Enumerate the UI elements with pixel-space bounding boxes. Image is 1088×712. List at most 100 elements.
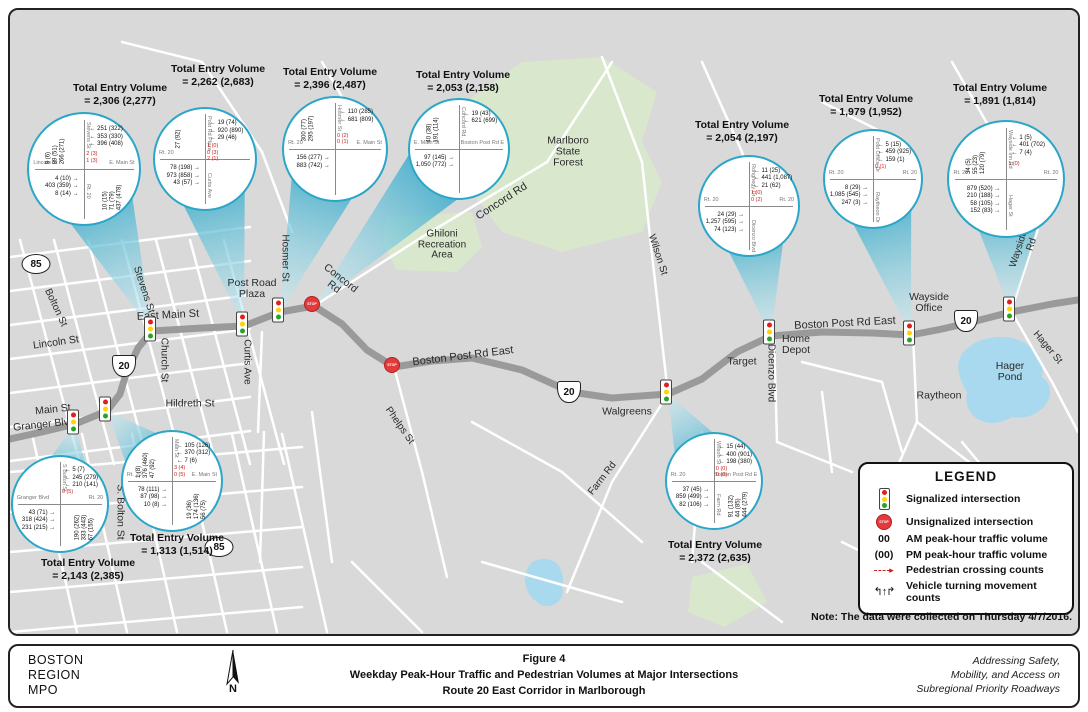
callout-total-entry-volume: Total Entry Volume= 2,306 (2,277)	[72, 82, 168, 107]
turning-counts-se: 91 (132)44 (85)444 (279)	[727, 492, 748, 518]
turning-counts-sw: 24 (29) →1,257 (595) →74 (123) →	[705, 211, 745, 233]
callout-cross-line	[954, 179, 1058, 180]
org-line: MPO	[28, 683, 58, 697]
pedestrian-counts: 2 (3)1 (3)	[86, 151, 98, 164]
callout-cross-line	[335, 103, 336, 195]
callout-total-entry-volume: Total Entry Volume= 1,979 (1,952)	[818, 93, 914, 118]
callout-street-label: Dicenzo Blvd	[750, 219, 756, 252]
callout-street-label: Rt. 20	[85, 184, 91, 200]
turning-counts-sw: 43 (71) →318 (424) →231 (215) →	[21, 509, 56, 531]
turning-counts-ne: ← 11 (25)← 441 (1,087)← 21 (62)	[753, 167, 793, 189]
turning-counts-sw: 4 (10) →403 (359) →8 (14) →	[45, 175, 79, 197]
callout-cross-line	[34, 169, 134, 170]
turning-counts-sw: 156 (277) →883 (742) →	[296, 155, 330, 169]
signalized-intersection-icon	[272, 297, 284, 323]
map-label: Walgreens	[602, 405, 652, 418]
legend-item: Signalized intersection	[870, 488, 1062, 510]
turning-counts-nw: 300 (77)295 (197)	[301, 116, 315, 142]
signalized-intersection-icon	[763, 319, 775, 345]
turning-counts-sw: 37 (45) →859 (499) →82 (106) →	[675, 486, 710, 508]
signal-icon	[878, 488, 890, 510]
us-route-20-shield: 20	[954, 310, 978, 332]
turning-counts-ne: ← 19 (43)← 621 (699)	[463, 110, 498, 125]
map-label: Wayside Office	[909, 290, 949, 314]
map-label: Hildreth St	[165, 397, 215, 410]
route-85-shield: 85	[21, 254, 51, 274]
callout-total-entry-volume: Total Entry Volume= 2,262 (2,683)	[170, 63, 266, 88]
callout-street-label: E. Main St	[356, 140, 382, 146]
turning-counts-nw: 1 (8)376 (460)47 (92)	[136, 452, 157, 478]
north-arrow-glyph	[226, 649, 239, 686]
turning-counts-sw: 78 (198) →973 (858) →43 (57) →	[166, 165, 200, 186]
turning-counts-se: 10 (15)71 (79)437 (478)	[102, 184, 123, 211]
map-label: Hager Pond	[995, 359, 1025, 383]
legend-icon-turns: ↰↑↱	[870, 585, 898, 598]
legend-label: Vehicle turning movement counts	[906, 579, 1037, 604]
pedestrian-counts: 0 (1)	[874, 163, 887, 170]
turning-counts-ne: ← 15 (44)← 400 (901)← 198 (380)	[718, 444, 753, 466]
legend-icon-am: 00	[870, 533, 898, 545]
legend-label: Pedestrian crossing counts	[906, 564, 1044, 576]
legend-icon-stop: STOP	[870, 513, 898, 530]
legend-icon-pm: (00)	[870, 549, 898, 561]
turning-counts-ne: ← 5 (15)← 459 (925)← 159 (1)	[877, 141, 912, 163]
org-line: BOSTON	[28, 653, 84, 667]
callout-street-label: E. Main St	[109, 160, 135, 166]
map-label: Home Depot	[781, 332, 811, 356]
forest-area	[457, 57, 662, 252]
map-label: Post Road Plaza	[227, 276, 277, 300]
callout-street-label: Rt. 20	[1043, 170, 1059, 176]
callout-cross-line	[873, 135, 874, 223]
turning-counts-nw: 9 (6)99 (51)266 (271)	[44, 138, 65, 165]
callout-street-label: Rt. 20	[126, 472, 142, 478]
pedestrian-arrow-icon: ▸	[874, 565, 894, 575]
callout-cross-line	[704, 206, 794, 207]
figure-subtitle: Route 20 East Corridor in Marlborough	[442, 685, 646, 697]
map-label: Dicenzo Blvd	[765, 343, 777, 403]
signalized-intersection-icon	[1003, 296, 1015, 322]
legend-item: ↰↑↱ Vehicle turning movement counts	[870, 580, 1062, 604]
callout-street-label: Rt. 20	[670, 472, 686, 478]
callout-street-label: Granger Blvd	[16, 495, 50, 501]
turning-counts-ne: ← 1 (5)← 401 (702)← 7 (4)	[1011, 134, 1046, 156]
turning-counts-se: 19 (36)174 (136)56 (75)	[186, 493, 207, 519]
turning-counts-sw: 78 (111) →87 (98) →10 (8) →	[137, 486, 168, 508]
pedestrian-counts: 3 (4)0 (5)	[173, 465, 186, 478]
callout-cross-line	[1006, 127, 1007, 231]
pedestrian-counts: 0 (2)0 (1)	[337, 132, 349, 146]
us-route-20-shield: 20	[557, 381, 581, 403]
volume-symbol: 00	[878, 533, 890, 545]
hager-pond	[958, 336, 1051, 423]
figure-number: Figure 4	[522, 653, 566, 665]
unsignalized-intersection-icon: STOP	[304, 296, 320, 312]
legend-item: (00) PM peak-hour traffic volume	[870, 549, 1062, 561]
figure-title: Weekday Peak-Hour Traffic and Pedestrian…	[349, 669, 739, 681]
legend-label: AM peak-hour traffic volume	[906, 533, 1048, 545]
callout-street-label: Boston Post Rd E	[460, 140, 505, 146]
map-label: Church St	[158, 337, 170, 383]
unsignalized-intersection-icon: STOP	[384, 357, 400, 373]
turning-counts-ne: ← 19 (74)← 920 (890)← 29 (46)	[210, 120, 244, 141]
figure-caption: Figure 4 Weekday Peak-Hour Traffic and P…	[350, 651, 738, 699]
callout-street-label: Rt. 20	[828, 170, 844, 176]
legend-label: PM peak-hour traffic volume	[906, 548, 1048, 561]
turning-counts-sw: 97 (145) →1,050 (772) →	[415, 154, 455, 169]
callout-street-label: Hager St	[1007, 194, 1013, 217]
callout-total-entry-volume: Total Entry Volume= 2,396 (2,487)	[282, 66, 378, 91]
map-label: Raytheon	[916, 389, 962, 402]
pedestrian-counts: 1 (0)0 (3)2 (1)	[207, 143, 219, 162]
callout-total-entry-volume: Total Entry Volume= 2,372 (2,635)	[667, 539, 763, 564]
callout-total-entry-volume: Total Entry Volume= 2,143 (2,385)	[40, 557, 136, 582]
callout-cross-line	[671, 481, 757, 482]
callout-cross-line	[414, 149, 504, 150]
callout-street-label: E. Main St	[191, 472, 218, 478]
callout-cross-line	[160, 159, 250, 160]
